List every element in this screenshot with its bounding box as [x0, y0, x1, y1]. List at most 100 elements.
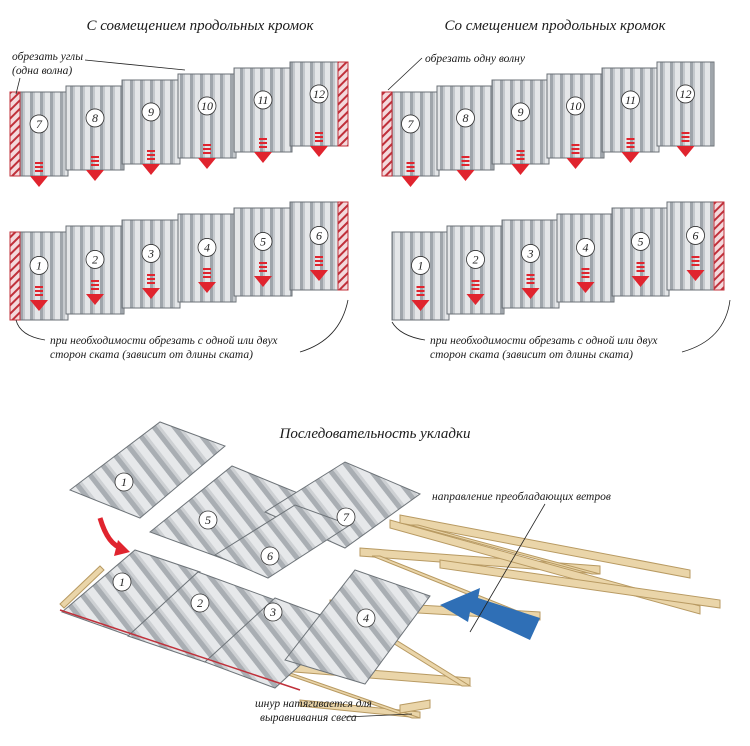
cut-one-wave-note: обрезать одну волну: [425, 53, 526, 65]
panel-sheet: 4: [556, 213, 615, 303]
panel-number: 9: [148, 105, 154, 119]
cut-sides-right-line2: сторон ската (зависит от длины ската): [430, 349, 633, 361]
cord-label-line2: выравнивания свеса: [260, 712, 357, 724]
panel-number-badge: [621, 90, 640, 110]
panel-number: 7: [408, 117, 415, 131]
panel-number-badge: [141, 102, 161, 122]
placement-arrow-head: [114, 540, 130, 556]
cord-label-line1: шнур натягивается для: [255, 698, 372, 710]
panel-number-badge: [566, 96, 585, 116]
down-arrow-icon: [30, 286, 48, 311]
panel-number: 5: [638, 234, 644, 248]
panel-sheet: 3: [501, 219, 560, 309]
alignment-cord: [59, 609, 301, 691]
down-arrow-icon: [411, 286, 430, 311]
panel-number: 8: [463, 111, 469, 125]
right-top-row: 7 8 9 10 11 12: [381, 61, 715, 187]
panel-number-badge: [309, 84, 329, 104]
svg-text:4: 4: [363, 611, 369, 625]
title-right: Со смещением продольных кромок: [444, 18, 666, 34]
panel-sheet: 10: [546, 73, 605, 169]
cut-sides-right-line1: при необходимости обрезать с одной или д…: [430, 334, 658, 347]
panel-number: 1: [418, 258, 424, 272]
down-arrow-icon: [310, 256, 328, 281]
panel-number-badge: [466, 250, 485, 269]
panel-number-badge: [576, 238, 595, 257]
down-arrow-icon: [566, 144, 585, 169]
panel-number: 6: [693, 228, 699, 242]
panel-number-badge: [521, 244, 540, 263]
down-arrow-icon: [254, 138, 272, 163]
panel-number-badge: [676, 84, 695, 104]
panel-number: 7: [36, 117, 43, 131]
title-left: С совмещением продольных кромок: [86, 18, 314, 34]
panel-number: 11: [625, 93, 636, 107]
roof-sheet-number: 6: [260, 546, 280, 566]
panel-number-badge: [253, 90, 273, 110]
roof-sheet-number: 3: [263, 602, 283, 622]
panel-sheet: 5: [233, 207, 293, 297]
down-arrow-icon: [521, 274, 540, 299]
panel-number-badge: [309, 226, 329, 245]
panel-number: 11: [257, 93, 268, 107]
roof-sheet-numbers: 1 5 7 6 1 2 3 4: [112, 472, 376, 628]
cut-zone-hatch: [713, 201, 725, 291]
panel-number-badge: [411, 256, 430, 275]
roof-sheet-number: 5: [198, 510, 218, 530]
panel-sheet: 1: [391, 231, 450, 321]
panel-sheet: 7: [381, 91, 440, 187]
panel-number-badge: [686, 226, 705, 245]
roof-sheet-number: 2: [190, 593, 210, 613]
panel-sheet: 11: [233, 67, 293, 163]
panel-sheet: 9: [121, 79, 181, 175]
roof-sheet-1: [61, 549, 201, 637]
down-arrow-icon: [631, 262, 650, 287]
panel-number-badge: [631, 232, 650, 251]
panel-sheet: 4: [177, 213, 237, 303]
roof-sheet-number: 7: [336, 507, 356, 527]
cut-one-wave-leader: [387, 57, 423, 91]
roof-battens: [99, 514, 721, 719]
down-arrow-icon: [142, 274, 160, 299]
panel-number: 10: [570, 99, 582, 113]
down-arrow-icon: [456, 156, 475, 181]
panel-number: 12: [680, 87, 692, 101]
panel-sheet: 1: [9, 231, 69, 321]
roof-sheet-4: [284, 569, 431, 685]
panel-sheet: 2: [446, 225, 505, 315]
down-arrow-icon: [142, 150, 160, 175]
panel-sheet: 9: [491, 79, 550, 175]
panel-number-badge: [401, 114, 420, 134]
panel-sheet: 10: [177, 73, 237, 169]
svg-text:6: 6: [267, 549, 273, 563]
right-bottom-row: 1 2 3 4 5 6: [391, 201, 725, 321]
panel-number: 4: [204, 240, 210, 254]
panel-sheet: 7: [9, 91, 69, 187]
cut-sides-right-leader: [391, 321, 426, 341]
panel-number-badge: [85, 108, 105, 128]
wind-leader: [469, 503, 546, 633]
down-arrow-icon: [466, 280, 485, 305]
svg-text:7: 7: [343, 510, 350, 524]
panel-number: 1: [36, 258, 42, 272]
panel-sheet: 5: [611, 207, 670, 297]
panel-sheet: 11: [601, 67, 660, 163]
svg-text:2: 2: [197, 596, 203, 610]
panel-number: 3: [147, 246, 154, 260]
roof-sheet-number: 1: [112, 572, 132, 592]
panel-number-badge: [197, 96, 217, 116]
panel-number: 5: [260, 234, 266, 248]
svg-text:1: 1: [121, 475, 127, 489]
down-arrow-icon: [198, 144, 216, 169]
down-arrow-icon: [198, 268, 216, 293]
panel-sheet: 12: [656, 61, 715, 157]
panel-sheet: 8: [436, 85, 495, 181]
roof-sheet-number: 4: [356, 608, 376, 628]
panel-number-badge: [456, 108, 475, 128]
panel-number: 10: [201, 99, 213, 113]
panel-number-badge: [85, 250, 105, 269]
panel-number: 3: [527, 246, 534, 260]
